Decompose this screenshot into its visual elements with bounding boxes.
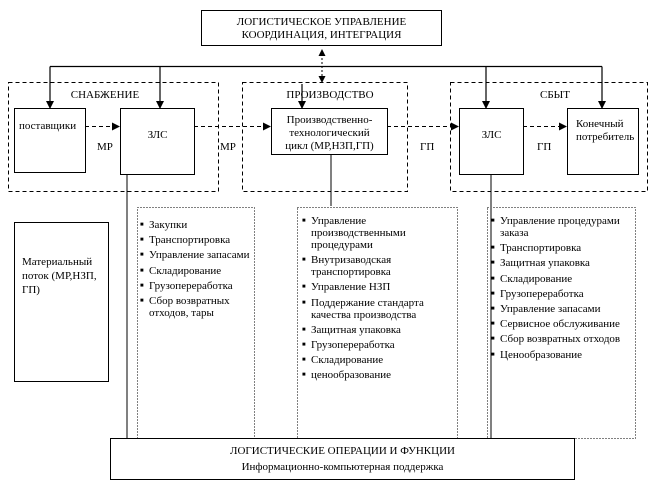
it-support-label: Информационно-компьютерная поддержка bbox=[241, 461, 444, 473]
supply-functions-list: ЗакупкиТранспортировкаУправление запасам… bbox=[140, 219, 254, 322]
sales-section-frame bbox=[450, 82, 648, 192]
sales-function-item: Ценообразование bbox=[491, 349, 634, 361]
sales-section-title: СБЫТ bbox=[540, 89, 570, 101]
supply-zls-label: ЗЛС bbox=[147, 129, 168, 141]
production-function-item: Грузопереработка bbox=[302, 339, 456, 351]
production-function-item: ценообразование bbox=[302, 369, 456, 381]
production-section-frame bbox=[242, 82, 408, 192]
production-cycle-line1: Производственно- bbox=[286, 114, 373, 126]
production-function-item: Поддержание стандарта качества производс… bbox=[302, 297, 456, 321]
legend-box: Материальный поток (МР,НЗП, ГП) bbox=[14, 222, 109, 382]
production-function-item: Управление НЗП bbox=[302, 281, 456, 293]
legend-line2: поток (МР,НЗП, bbox=[22, 270, 97, 282]
sales-function-item: Складирование bbox=[491, 273, 634, 285]
production-function-item: Складирование bbox=[302, 354, 456, 366]
production-function-item: Управление производственными процедурами bbox=[302, 215, 456, 251]
sales-functions-list: Управление процедурами заказаТранспортир… bbox=[491, 215, 634, 364]
logistics-operations-title: ЛОГИСТИЧЕСКИЕ ОПЕРАЦИИ И ФУНКЦИИ bbox=[230, 445, 455, 457]
sales-function-item: Сервисное обслуживание bbox=[491, 318, 634, 330]
supply-section-frame bbox=[8, 82, 219, 192]
flow-label-mr-1: МР bbox=[97, 141, 113, 153]
supply-section-title: СНАБЖЕНИЕ bbox=[70, 89, 140, 101]
production-function-item: Внутризаводская транспортировка bbox=[302, 254, 456, 278]
suppliers-label: поставщики bbox=[19, 120, 77, 132]
production-cycle-line3: цикл (МР,НЗП,ГП) bbox=[285, 140, 374, 152]
production-cycle-line2: технологический bbox=[289, 127, 370, 139]
production-functions-list: Управление производственными процедурами… bbox=[302, 215, 456, 385]
legend-line1: Материальный bbox=[22, 256, 93, 268]
logistics-operations-box: ЛОГИСТИЧЕСКИЕ ОПЕРАЦИИ И ФУНКЦИИ Информа… bbox=[110, 438, 575, 480]
sales-zls-label: ЗЛС bbox=[481, 129, 502, 141]
sales-function-item: Транспортировка bbox=[491, 242, 634, 254]
supply-function-item: Складирование bbox=[140, 265, 254, 277]
supply-function-item: Сбор возвратных отходов, тары bbox=[140, 295, 254, 319]
flow-label-gp-2: ГП bbox=[537, 141, 552, 153]
sales-zls-box: ЗЛС bbox=[459, 108, 524, 175]
suppliers-box: поставщики bbox=[14, 108, 86, 173]
end-consumer-line1: Конечный bbox=[576, 118, 624, 130]
production-section-title: ПРОИЗВОДСТВО bbox=[286, 89, 374, 101]
flow-label-mr-2: МР bbox=[220, 141, 236, 153]
sales-function-item: Грузопереработка bbox=[491, 288, 634, 300]
sales-function-item: Управление запасами bbox=[491, 303, 634, 315]
supply-function-item: Грузопереработка bbox=[140, 280, 254, 292]
production-function-item: Защитная упаковка bbox=[302, 324, 456, 336]
end-consumer-line2: потребитель bbox=[576, 131, 635, 143]
supply-function-item: Транспортировка bbox=[140, 234, 254, 246]
supply-function-item: Закупки bbox=[140, 219, 254, 231]
sales-function-item: Управление процедурами заказа bbox=[491, 215, 634, 239]
logistics-management-title: ЛОГИСТИЧЕСКОЕ УПРАВЛЕНИЕ bbox=[236, 16, 407, 28]
supply-zls-box: ЗЛС bbox=[120, 108, 195, 175]
end-consumer-box: Конечный потребитель bbox=[567, 108, 639, 175]
legend-line3: ГП) bbox=[22, 284, 40, 296]
sales-function-item: Сбор возвратных отходов bbox=[491, 333, 634, 345]
flow-label-gp-1: ГП bbox=[420, 141, 435, 153]
coordination-integration-label: КООРДИНАЦИЯ, ИНТЕГРАЦИЯ bbox=[241, 29, 402, 41]
sales-function-item: Защитная упаковка bbox=[491, 257, 634, 269]
logistics-management-box: ЛОГИСТИЧЕСКОЕ УПРАВЛЕНИЕ КООРДИНАЦИЯ, ИН… bbox=[201, 10, 442, 46]
production-cycle-box: Производственно- технологический цикл (М… bbox=[271, 108, 388, 155]
supply-function-item: Управление запасами bbox=[140, 249, 254, 261]
